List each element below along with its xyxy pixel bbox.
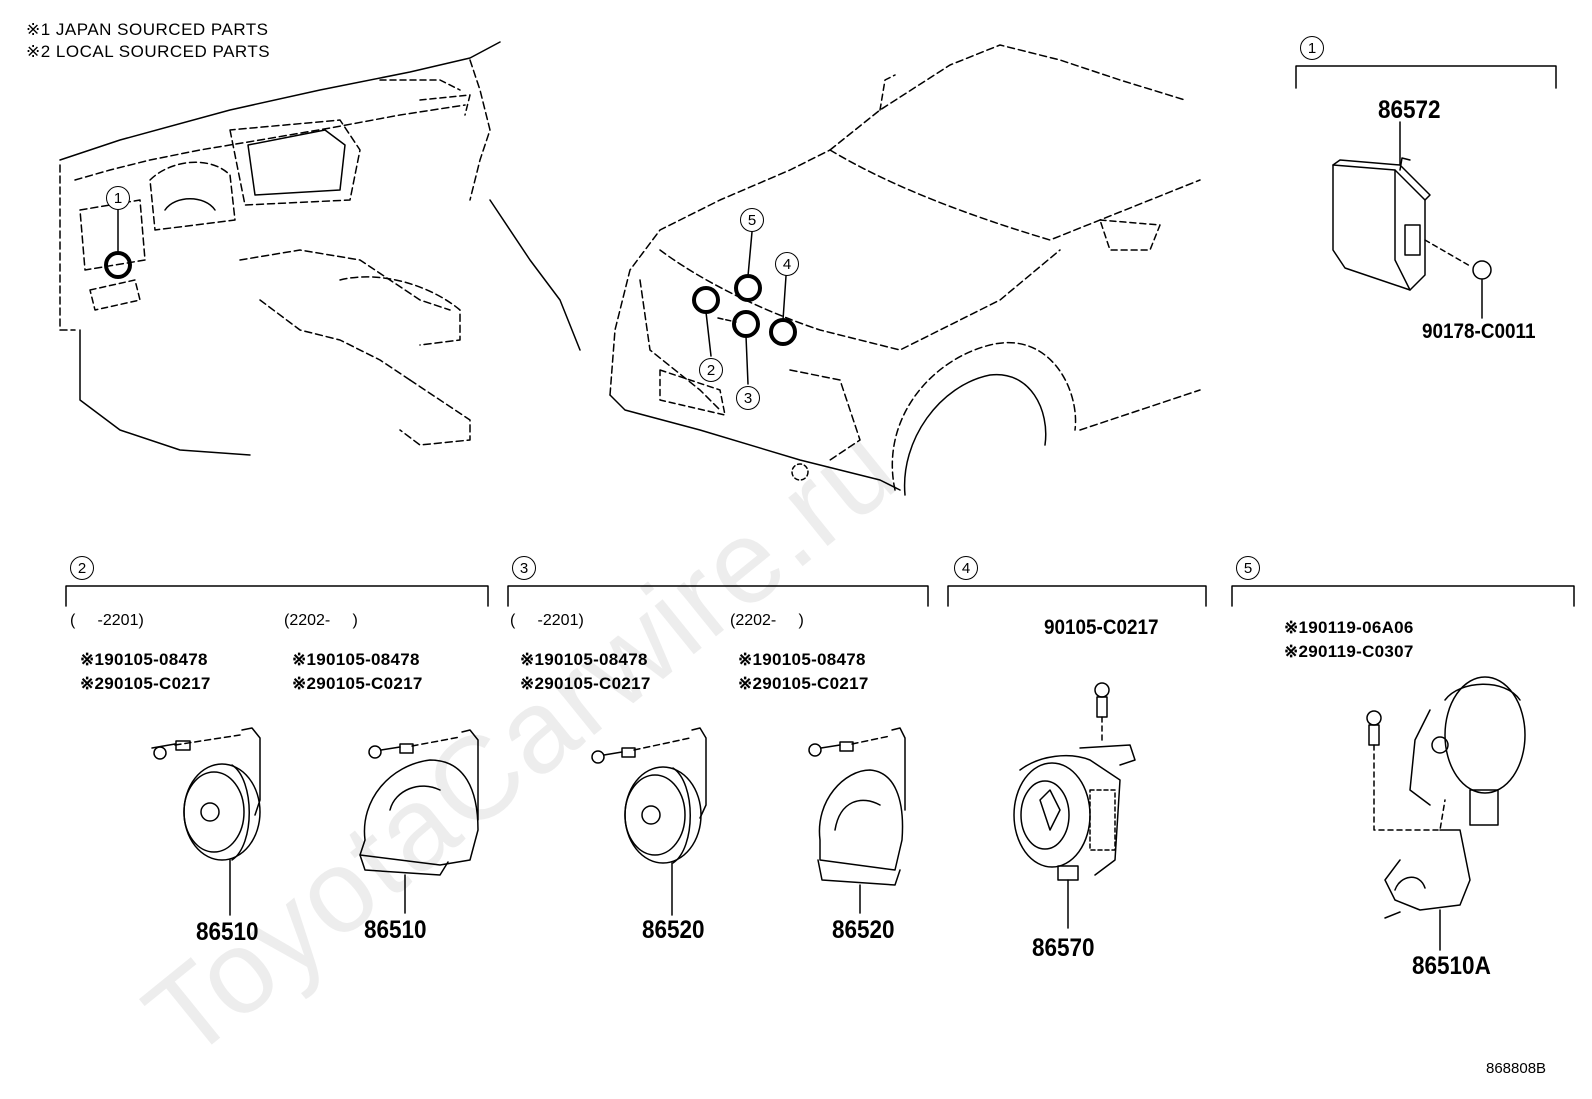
group-3-right-bolt-1[interactable]: ※190105-08478 xyxy=(738,650,866,669)
group-4-badge: 4 xyxy=(954,556,978,580)
horn-86520-disc xyxy=(591,727,707,916)
car-front-illustration xyxy=(609,44,1201,496)
locator-callout-3: 3 xyxy=(736,386,760,410)
dashboard-illustration xyxy=(59,41,581,456)
horn-86510-snail xyxy=(359,729,479,914)
group-2-left-range: ( -2201) xyxy=(70,612,144,629)
group-2-left-bolt-2[interactable]: ※290105-C0217 xyxy=(80,674,211,693)
part-number-90178-C0011[interactable]: 90178-C0011 xyxy=(1422,320,1536,343)
group-5-badge: 5 xyxy=(1236,556,1260,580)
group-3-right-bolt-2[interactable]: ※290105-C0217 xyxy=(738,674,869,693)
group-3-right-range: (2202- ) xyxy=(730,612,804,629)
group-2-right-range: (2202- ) xyxy=(284,612,358,629)
horn-86510A-illustration xyxy=(1366,676,1526,951)
horn-86570-illustration xyxy=(1013,682,1136,929)
group-3-badge: 3 xyxy=(512,556,536,580)
group-3-left-bolt-2[interactable]: ※290105-C0217 xyxy=(520,674,651,693)
group-2-right-bolt-2[interactable]: ※290105-C0217 xyxy=(292,674,423,693)
illustration-reference: 868808B xyxy=(1486,1060,1547,1077)
horn-86520-snail xyxy=(808,727,906,914)
horn-86510-disc xyxy=(151,727,261,916)
group-3-left-bolt-1[interactable]: ※190105-08478 xyxy=(520,650,648,669)
note-japan-sourced: ※1 JAPAN SOURCED PARTS xyxy=(26,20,269,39)
part-number-86510-left[interactable]: 86510 xyxy=(196,918,259,946)
part-number-86520-right[interactable]: 86520 xyxy=(832,916,895,944)
note-local-sourced: ※2 LOCAL SOURCED PARTS xyxy=(26,42,271,61)
group-5-bolt-2[interactable]: ※290119-C0307 xyxy=(1284,642,1414,661)
group-2-left-bolt-1[interactable]: ※190105-08478 xyxy=(80,650,208,669)
module-86572-illustration xyxy=(1332,121,1492,319)
part-number-86510A[interactable]: 86510A xyxy=(1412,952,1491,980)
part-number-86520-left[interactable]: 86520 xyxy=(642,916,705,944)
part-number-90105-C0217[interactable]: 90105-C0217 xyxy=(1044,616,1159,639)
locator-callout-2: 2 xyxy=(699,358,723,382)
part-number-86510-right[interactable]: 86510 xyxy=(364,916,427,944)
group-2-badge: 2 xyxy=(70,556,94,580)
group-5-bolt-1[interactable]: ※190119-06A06 xyxy=(1284,618,1414,637)
locator-callout-1: 1 xyxy=(106,186,130,210)
group-2-right-bolt-1[interactable]: ※190105-08478 xyxy=(292,650,420,669)
group-1-badge: 1 xyxy=(1300,36,1324,60)
part-number-86570[interactable]: 86570 xyxy=(1032,934,1095,962)
part-number-86572[interactable]: 86572 xyxy=(1378,96,1441,124)
group-3-left-range: ( -2201) xyxy=(510,612,584,629)
locator-callout-5: 5 xyxy=(740,208,764,232)
locator-callout-4: 4 xyxy=(775,252,799,276)
